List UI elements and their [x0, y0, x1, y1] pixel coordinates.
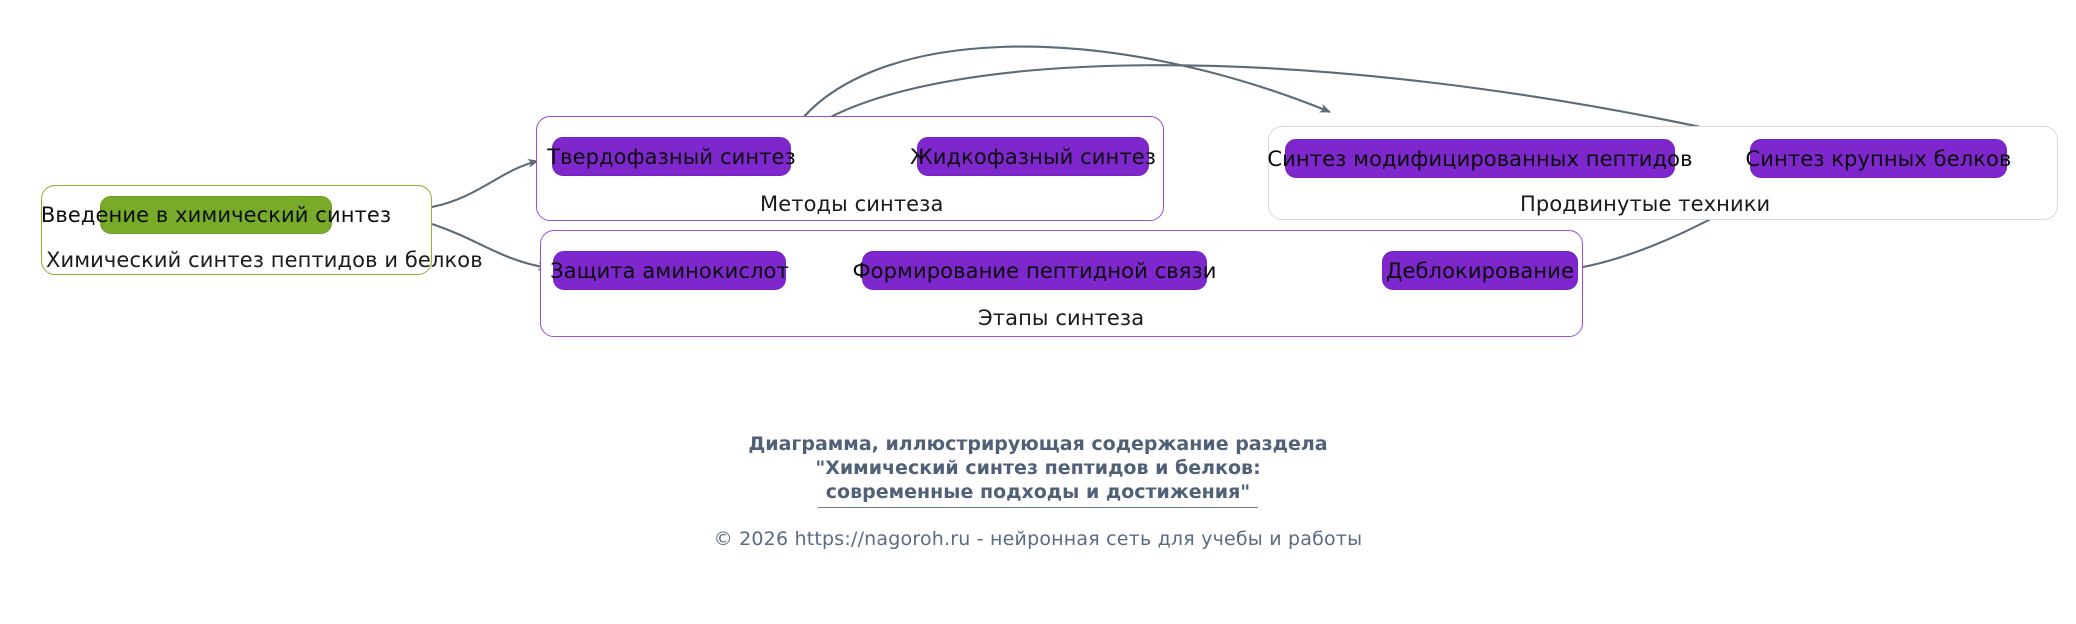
edge-intro-solid	[431, 158, 539, 209]
footer-divider	[818, 507, 1258, 508]
figure-caption: Диаграмма, иллюстрирующая содержание раз…	[0, 432, 2076, 504]
node-peptide-bond-label: Формирование пептидной связи	[852, 258, 1217, 283]
caption-line-1: Диаграмма, иллюстрирующая содержание раз…	[748, 433, 1328, 455]
edge-intro-protect	[431, 223, 549, 271]
node-intro[interactable]: Введение в химический синтез	[41, 196, 391, 234]
cluster-root-label: Химический синтез пептидов и белков	[46, 248, 483, 272]
node-modified-peptides-label: Синтез модифицированных пептидов	[1267, 146, 1693, 171]
node-modified-peptides[interactable]: Синтез модифицированных пептидов	[1267, 139, 1693, 178]
node-solid-phase[interactable]: Твердофазный синтез	[547, 137, 796, 176]
cluster-stages-label: Этапы синтеза	[978, 306, 1145, 330]
node-liquid-phase-label: Жидкофазный синтез	[910, 144, 1156, 169]
cluster-advanced-label: Продвинутые техники	[1520, 192, 1771, 216]
cluster-methods-label: Методы синтеза	[760, 192, 944, 216]
node-deblocking[interactable]: Деблокирование	[1382, 251, 1578, 290]
node-protect-amino-acids-label: Защита аминокислот	[550, 258, 789, 283]
node-peptide-bond[interactable]: Формирование пептидной связи	[853, 251, 1216, 290]
node-intro-label: Введение в химический синтез	[40, 203, 392, 227]
node-liquid-phase[interactable]: Жидкофазный синтез	[910, 137, 1156, 176]
caption-line-3: современные подходы и достижения"	[825, 481, 1251, 503]
edge-solid-modified	[789, 45, 1331, 136]
node-solid-phase-label: Твердофазный синтез	[547, 144, 796, 169]
node-deblocking-label: Деблокирование	[1385, 258, 1574, 283]
node-large-proteins[interactable]: Синтез крупных белков	[1746, 139, 2011, 178]
edge-solid-large	[792, 64, 1761, 143]
caption-line-2: "Химический синтез пептидов и белков:	[815, 457, 1261, 479]
node-large-proteins-label: Синтез крупных белков	[1745, 146, 2012, 171]
node-protect-amino-acids[interactable]: Защита аминокислот	[550, 251, 789, 290]
copyright-line: © 2026 https://nagoroh.ru - нейронная се…	[713, 528, 1363, 550]
